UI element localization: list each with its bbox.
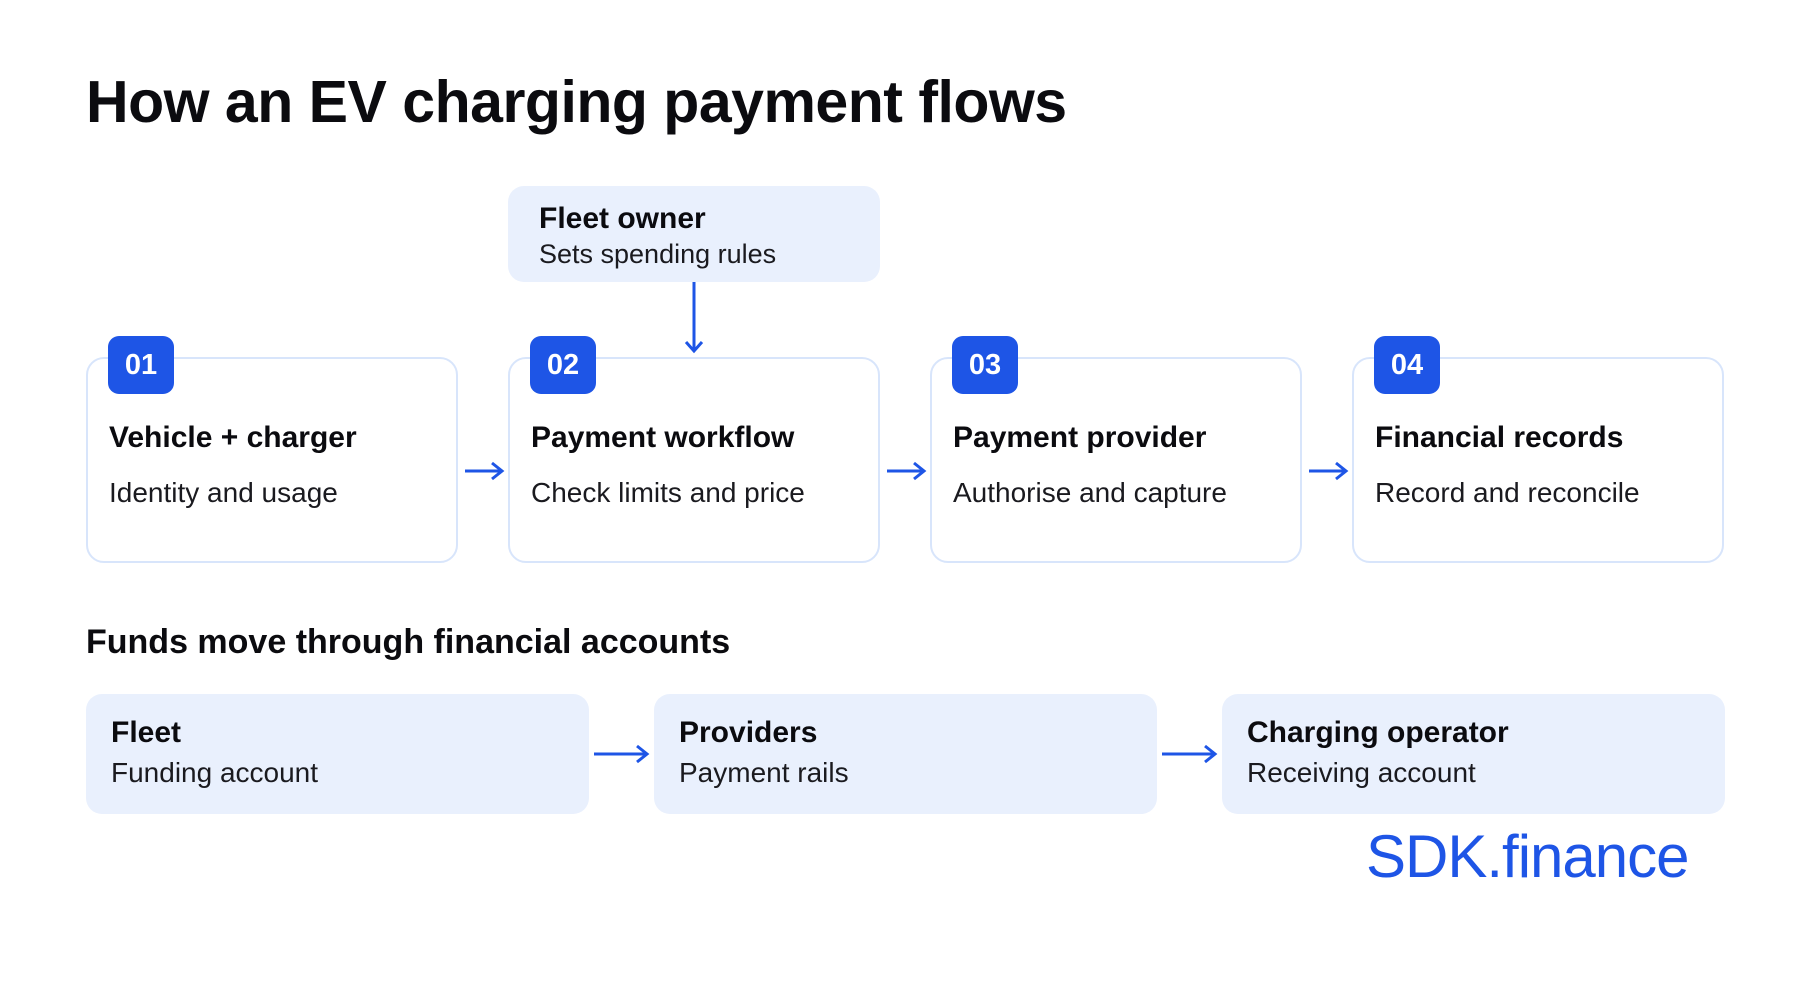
step-title: Vehicle + charger xyxy=(109,421,357,454)
page-title: How an EV charging payment flows xyxy=(86,69,1067,135)
step-number-badge: 01 xyxy=(108,336,174,394)
arrow-right-icon xyxy=(1162,744,1218,764)
fleet-owner-title: Fleet owner xyxy=(539,202,706,235)
step-card-payment-workflow: 02 Payment workflow Check limits and pri… xyxy=(508,336,880,563)
fleet-owner-box: Fleet owner Sets spending rules xyxy=(508,186,880,282)
step-title: Payment provider xyxy=(953,421,1207,454)
account-title: Charging operator xyxy=(1247,716,1509,749)
arrow-down-icon xyxy=(684,282,704,354)
account-title: Providers xyxy=(679,716,818,749)
arrow-right-icon xyxy=(465,461,505,481)
step-subtitle: Record and reconcile xyxy=(1375,477,1640,508)
sdk-finance-logo: SDK.finance xyxy=(1366,823,1690,890)
account-box-fleet: Fleet Funding account xyxy=(86,694,589,814)
account-subtitle: Receiving account xyxy=(1247,757,1476,788)
account-box-charging-operator: Charging operator Receiving account xyxy=(1222,694,1725,814)
step-number-badge: 04 xyxy=(1374,336,1440,394)
account-subtitle: Funding account xyxy=(111,757,319,788)
step-number-badge: 03 xyxy=(952,336,1018,394)
step-card-financial-records: 04 Financial records Record and reconcil… xyxy=(1352,336,1724,563)
step-number-badge: 02 xyxy=(530,336,596,394)
arrow-right-icon xyxy=(594,744,650,764)
arrow-right-icon xyxy=(887,461,927,481)
step-card-payment-provider: 03 Payment provider Authorise and captur… xyxy=(930,336,1302,563)
funds-heading: Funds move through financial accounts xyxy=(86,623,731,661)
arrow-right-icon xyxy=(1309,461,1349,481)
step-subtitle: Check limits and price xyxy=(531,477,805,508)
account-title: Fleet xyxy=(111,716,182,749)
account-subtitle: Payment rails xyxy=(679,757,849,788)
step-title: Financial records xyxy=(1375,421,1624,454)
fleet-owner-subtitle: Sets spending rules xyxy=(539,239,777,269)
step-card-vehicle-charger: 01 Vehicle + charger Identity and usage xyxy=(86,336,458,563)
step-subtitle: Identity and usage xyxy=(109,477,338,508)
account-box-providers: Providers Payment rails xyxy=(654,694,1157,814)
step-subtitle: Authorise and capture xyxy=(953,477,1227,508)
step-title: Payment workflow xyxy=(531,421,795,454)
